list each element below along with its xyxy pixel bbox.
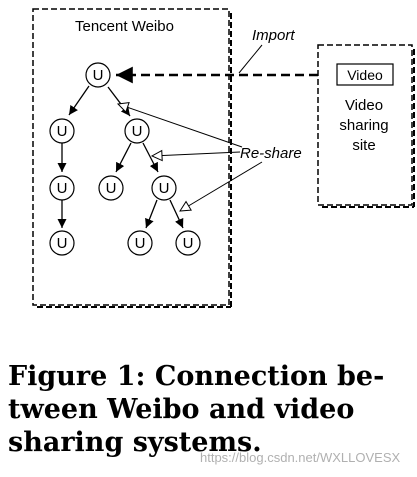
node-mid-1-label: U: [132, 123, 143, 140]
edge-mid-left: [115, 142, 132, 173]
caption-line-3: sharing systems.: [8, 427, 262, 458]
video-inner-label: Video: [347, 67, 383, 83]
node-mid-2b: U: [151, 175, 177, 201]
edge-low-left: [145, 199, 158, 229]
node-left-1-label: U: [57, 123, 68, 140]
caption-line-2: tween Weibo and video: [8, 394, 355, 425]
node-low-b-label: U: [183, 235, 194, 252]
weibo-box: [32, 8, 230, 306]
node-mid-1: U: [124, 118, 150, 144]
node-root-label: U: [93, 67, 104, 84]
node-mid-2a-label: U: [106, 180, 117, 197]
reshare-arrow-3: [180, 161, 263, 211]
node-mid-2b-label: U: [159, 180, 170, 197]
video-site-label-line3: site: [352, 137, 375, 154]
video-site-label-line2: sharing: [339, 117, 388, 134]
video-site-box: [317, 44, 413, 206]
node-root: U: [85, 62, 111, 88]
edge-root-right: [107, 86, 131, 117]
edge-root-left: [68, 85, 90, 116]
node-left-1: U: [49, 118, 75, 144]
edge-low-right: [169, 199, 184, 229]
node-left-2-label: U: [57, 180, 68, 197]
node-low-a-label: U: [135, 235, 146, 252]
video-inner-box: [336, 63, 394, 86]
node-low-a: U: [127, 230, 153, 256]
reshare-label: Re-share: [240, 145, 302, 162]
reshare-arrow-2: [152, 152, 241, 156]
node-left-3: U: [49, 230, 75, 256]
caption-line-1: Figure 1: Connection be-: [8, 361, 385, 392]
figure-caption: Figure 1: Connection be- tween Weibo and…: [8, 360, 412, 459]
node-left-3-label: U: [57, 235, 68, 252]
import-label: Import: [252, 27, 295, 44]
import-pointer: [238, 44, 263, 74]
node-mid-2a: U: [98, 175, 124, 201]
node-left-2: U: [49, 175, 75, 201]
reshare-arrow-1: [118, 104, 243, 148]
watermark: https://blog.csdn.net/WXLLOVESX: [200, 450, 401, 465]
edge-mid-right: [142, 142, 159, 173]
weibo-box-title: Tencent Weibo: [75, 18, 174, 35]
video-site-label-line1: Video: [345, 97, 383, 114]
node-low-b: U: [175, 230, 201, 256]
